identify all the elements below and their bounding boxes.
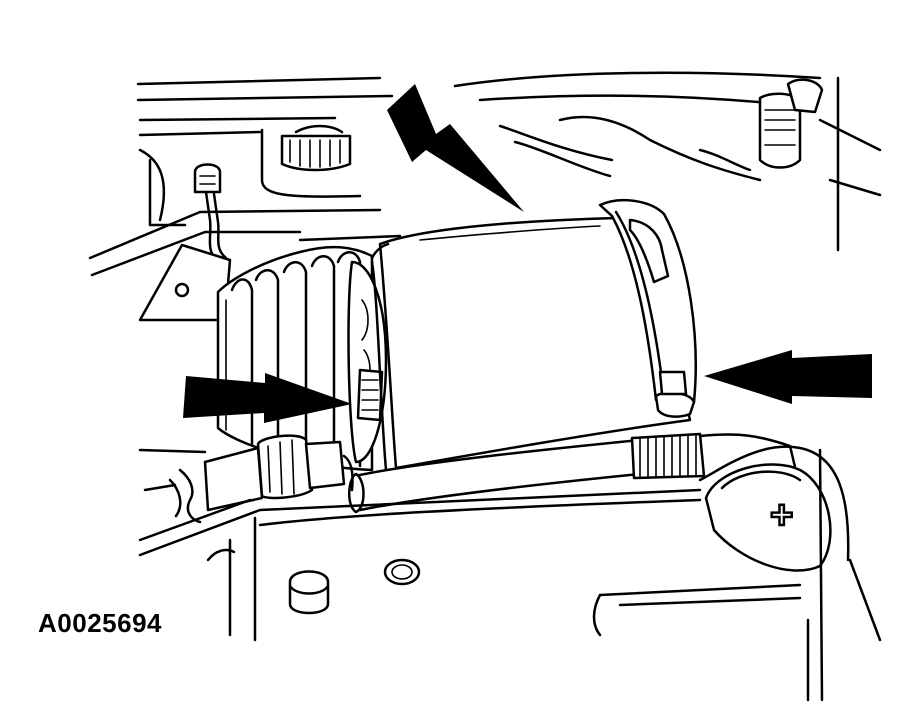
callout-arrow-left [183, 373, 352, 423]
air-cleaner-housing [370, 216, 692, 472]
lower-structure [138, 488, 702, 642]
housing-end-cover [598, 198, 697, 418]
figure-id-label: A0025694 [38, 608, 162, 638]
background-lines [136, 71, 882, 252]
battery [592, 445, 882, 702]
callout-arrow-upper [387, 84, 524, 212]
intake-duct [216, 234, 402, 472]
upper-wiring [498, 78, 824, 182]
callout-arrow-right [704, 350, 872, 404]
sensor-connector [138, 434, 354, 524]
reservoir [260, 124, 362, 198]
callout-arrows [183, 84, 872, 423]
ground-stud [88, 163, 382, 322]
positive-terminal-symbol: + [770, 493, 793, 537]
